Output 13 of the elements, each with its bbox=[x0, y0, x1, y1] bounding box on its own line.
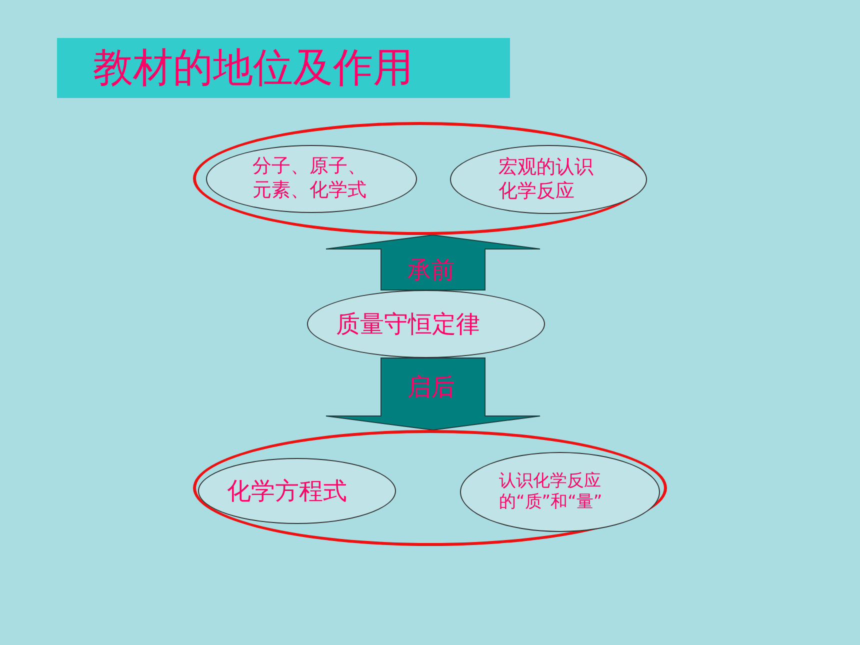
arrow-label: 启后 bbox=[407, 373, 455, 401]
oval-label: 化学方程式 bbox=[227, 476, 348, 506]
oval-label: 质量守恒定律 bbox=[336, 309, 481, 339]
oval-label: 宏观的认识化学反应 bbox=[498, 156, 594, 204]
block-arrow bbox=[326, 358, 540, 430]
arrow-label: 承前 bbox=[407, 256, 455, 284]
title-banner: 教材的地位及作用 bbox=[57, 38, 510, 98]
group-oval bbox=[193, 430, 667, 546]
oval-label: 分子、原子、元素、化学式 bbox=[252, 155, 368, 203]
oval-label: 认识化学反应的“质”和“量” bbox=[499, 470, 604, 514]
concept-oval bbox=[206, 145, 417, 213]
group-oval bbox=[193, 122, 646, 235]
block-arrow bbox=[326, 234, 540, 290]
